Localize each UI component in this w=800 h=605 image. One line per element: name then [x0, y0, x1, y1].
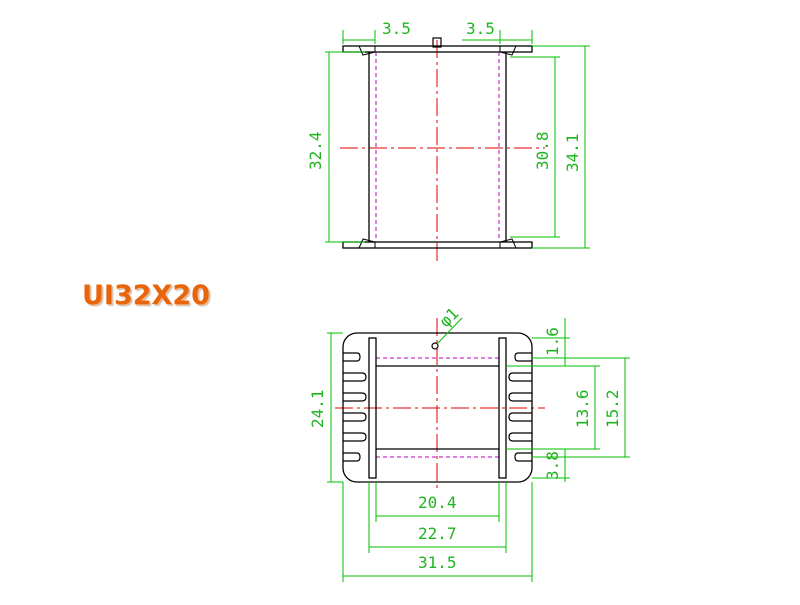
dim-inner-height: 30.8	[533, 131, 552, 170]
dim-flange-left-width: 3.5	[382, 19, 411, 38]
top-view: 3.5 3.5 32.4 30.8 34.1	[306, 19, 590, 262]
bottom-flange	[342, 241, 533, 249]
left-flange-plate	[368, 337, 377, 479]
dim-total-height: 34.1	[563, 133, 582, 172]
dim-bottom-margin: 3.8	[543, 451, 562, 480]
left-pin-slots	[343, 352, 367, 462]
flange-tab-tr	[499, 45, 517, 56]
dim-total-width: 31.5	[418, 553, 457, 572]
flange-tab-br	[499, 238, 517, 249]
dim-flange-right-width: 3.5	[466, 19, 495, 38]
hole-marker	[431, 342, 439, 350]
bottom-view: φ1 24.1 1.6 13.6 15.2 3.8 20.4 22.7	[308, 304, 630, 582]
flange-tab-bl	[358, 238, 376, 249]
dim-body-height: 24.1	[308, 389, 327, 428]
dim-pin-span: 15.2	[603, 389, 622, 428]
dim-window-height: 13.6	[573, 389, 592, 428]
top-pin	[432, 37, 442, 48]
dim-middle-width: 22.7	[418, 524, 457, 543]
bobbin-body-outline	[342, 332, 533, 483]
part-number-label: UI32X20	[82, 280, 210, 311]
top-flange	[342, 45, 533, 53]
dim-bobbin-height: 32.4	[306, 131, 325, 170]
dim-hole-diameter: φ1	[435, 304, 462, 331]
dim-top-margin: 1.6	[543, 327, 562, 356]
dim-inner-width: 20.4	[418, 493, 457, 512]
right-pin-slots	[508, 352, 532, 462]
flange-tab-tl	[358, 45, 376, 56]
right-flange-plate	[498, 337, 507, 479]
